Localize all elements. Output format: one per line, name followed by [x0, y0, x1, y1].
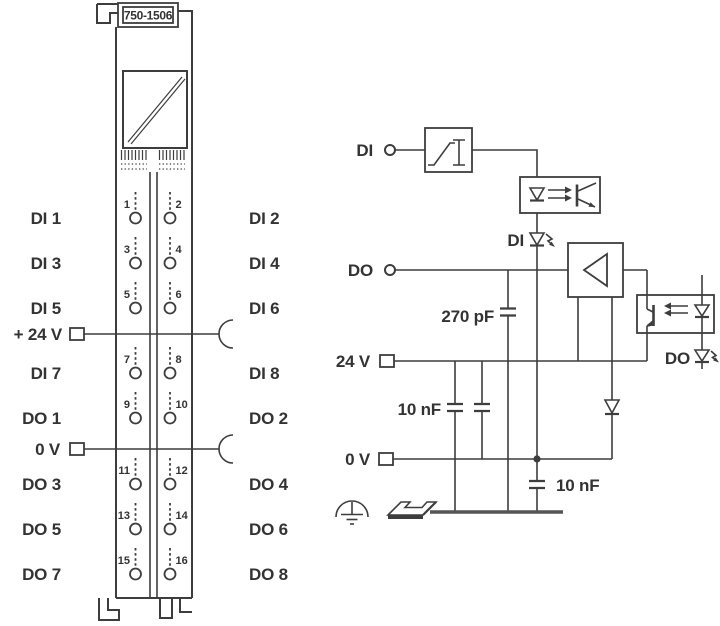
24v-label: 24 V — [336, 352, 371, 371]
24v-terminal-icon — [379, 354, 395, 368]
label-do5: DO 5 — [22, 520, 61, 539]
label-do6: DO 6 — [249, 520, 288, 539]
svg-text:2: 2 — [176, 199, 182, 211]
svg-text:13: 13 — [118, 510, 130, 522]
module-feet — [98, 598, 192, 621]
contact-11: 11 — [118, 458, 142, 491]
contact-16: 16 — [163, 548, 188, 581]
module-body — [98, 27, 193, 621]
svg-text:11: 11 — [118, 465, 130, 477]
contact-9: 9 — [124, 392, 142, 425]
label-di8: DI 8 — [249, 364, 279, 383]
diode-icon — [603, 399, 621, 416]
contact-3: 3 — [124, 237, 142, 270]
channel-labels-left: DI 1 DI 3 DI 5 + 24 V DI 7 DO 1 0 V DO 3… — [14, 209, 63, 584]
capacitor-10nf-supply-icon: 10 nF — [398, 361, 490, 511]
ground-0v-rail: 0 V — [345, 450, 612, 469]
connector-comb-icon — [120, 150, 185, 170]
label-do1: DO 1 — [22, 409, 61, 428]
capacitor-10nf-earth-icon: 10 nF — [529, 459, 600, 511]
svg-text:12: 12 — [176, 465, 188, 477]
do-optocoupler-icon — [636, 270, 715, 361]
contact-5: 5 — [124, 282, 142, 315]
label-do4: DO 4 — [249, 475, 289, 494]
label-di2: DI 2 — [249, 209, 279, 228]
svg-text:7: 7 — [124, 354, 130, 366]
capacitor-270pf-icon: 270 pF — [441, 270, 516, 511]
label-0v: 0 V — [35, 440, 61, 459]
svg-text:1: 1 — [124, 199, 130, 211]
svg-text:3: 3 — [124, 244, 130, 256]
driver-amplifier-icon — [567, 242, 647, 459]
label-di7: DI 7 — [31, 364, 61, 383]
svg-text:14: 14 — [176, 510, 189, 522]
do-terminal-label: DO — [348, 261, 373, 280]
0v-terminal-icon — [69, 442, 85, 456]
module-top: 750-1506 — [96, 2, 193, 28]
svg-text:4: 4 — [176, 244, 183, 256]
din-rail-icon — [386, 501, 438, 519]
label-di6: DI 6 — [249, 299, 279, 318]
do-led-icon: DO — [665, 349, 719, 369]
0v-terminal-icon — [378, 452, 394, 466]
label-di1: DI 1 — [31, 209, 61, 228]
svg-text:16: 16 — [176, 555, 188, 567]
svg-text:10: 10 — [176, 399, 188, 411]
module-24v-rail — [69, 319, 234, 349]
contact-10: 10 — [163, 392, 188, 425]
do-terminal-icon — [384, 264, 396, 276]
label-do7: DO 7 — [22, 565, 61, 584]
contacts: 1 2 3 4 5 6 7 8 9 10 11 12 13 14 15 16 — [118, 192, 189, 581]
contact-14: 14 — [163, 503, 189, 536]
label-do8: DO 8 — [249, 565, 288, 584]
svg-text:8: 8 — [176, 354, 182, 366]
power-jumper-contact-icon — [218, 319, 234, 349]
contact-15: 15 — [118, 548, 142, 581]
di-terminal-icon — [384, 144, 396, 156]
io-module: 750-1506 — [14, 2, 289, 621]
label-do3: DO 3 — [22, 475, 61, 494]
di-led-icon: DI — [507, 231, 555, 250]
do-led-label: DO — [665, 349, 690, 368]
circuit-schematic: DI DI — [335, 127, 719, 525]
contact-6: 6 — [163, 282, 182, 315]
contact-13: 13 — [118, 503, 142, 536]
capacitor-10nf-label: 10 nF — [398, 400, 441, 419]
filter-icon — [424, 127, 473, 173]
svg-text:15: 15 — [118, 555, 130, 567]
part-number: 750-1506 — [124, 9, 173, 23]
svg-text:6: 6 — [176, 289, 182, 301]
supply-24v-rail: 24 V — [336, 352, 647, 371]
svg-text:9: 9 — [124, 399, 130, 411]
di-led-label: DI — [507, 231, 524, 250]
di-terminal-label: DI — [356, 141, 373, 160]
di-optocoupler-icon — [519, 176, 601, 214]
power-jumper-contact-icon — [218, 434, 234, 464]
channel-labels-right: DI 2 DI 4 DI 6 DI 8 DO 2 DO 4 DO 6 DO 8 — [249, 209, 289, 584]
label-do2: DO 2 — [249, 409, 288, 428]
contact-4: 4 — [163, 237, 183, 270]
contact-7: 7 — [124, 347, 142, 380]
24v-terminal-icon — [69, 327, 85, 341]
do-output-path: DO — [348, 261, 568, 280]
contact-2: 2 — [163, 192, 182, 225]
contact-8: 8 — [163, 347, 182, 380]
di-input-path: DI — [356, 127, 538, 459]
label-di4: DI 4 — [249, 254, 280, 273]
marking-field-icon — [122, 70, 188, 149]
capacitor-270pf-label: 270 pF — [441, 307, 494, 326]
contact-1: 1 — [124, 192, 142, 225]
label-plus24v: + 24 V — [14, 325, 63, 344]
module-0v-rail — [69, 434, 234, 464]
label-di3: DI 3 — [31, 254, 61, 273]
svg-text:5: 5 — [124, 289, 130, 301]
earth-ground-icon — [335, 500, 369, 525]
label-di5: DI 5 — [31, 299, 61, 318]
0v-label: 0 V — [345, 450, 371, 469]
contact-12: 12 — [163, 458, 188, 491]
capacitor-10nf-earth-label: 10 nF — [556, 476, 599, 495]
